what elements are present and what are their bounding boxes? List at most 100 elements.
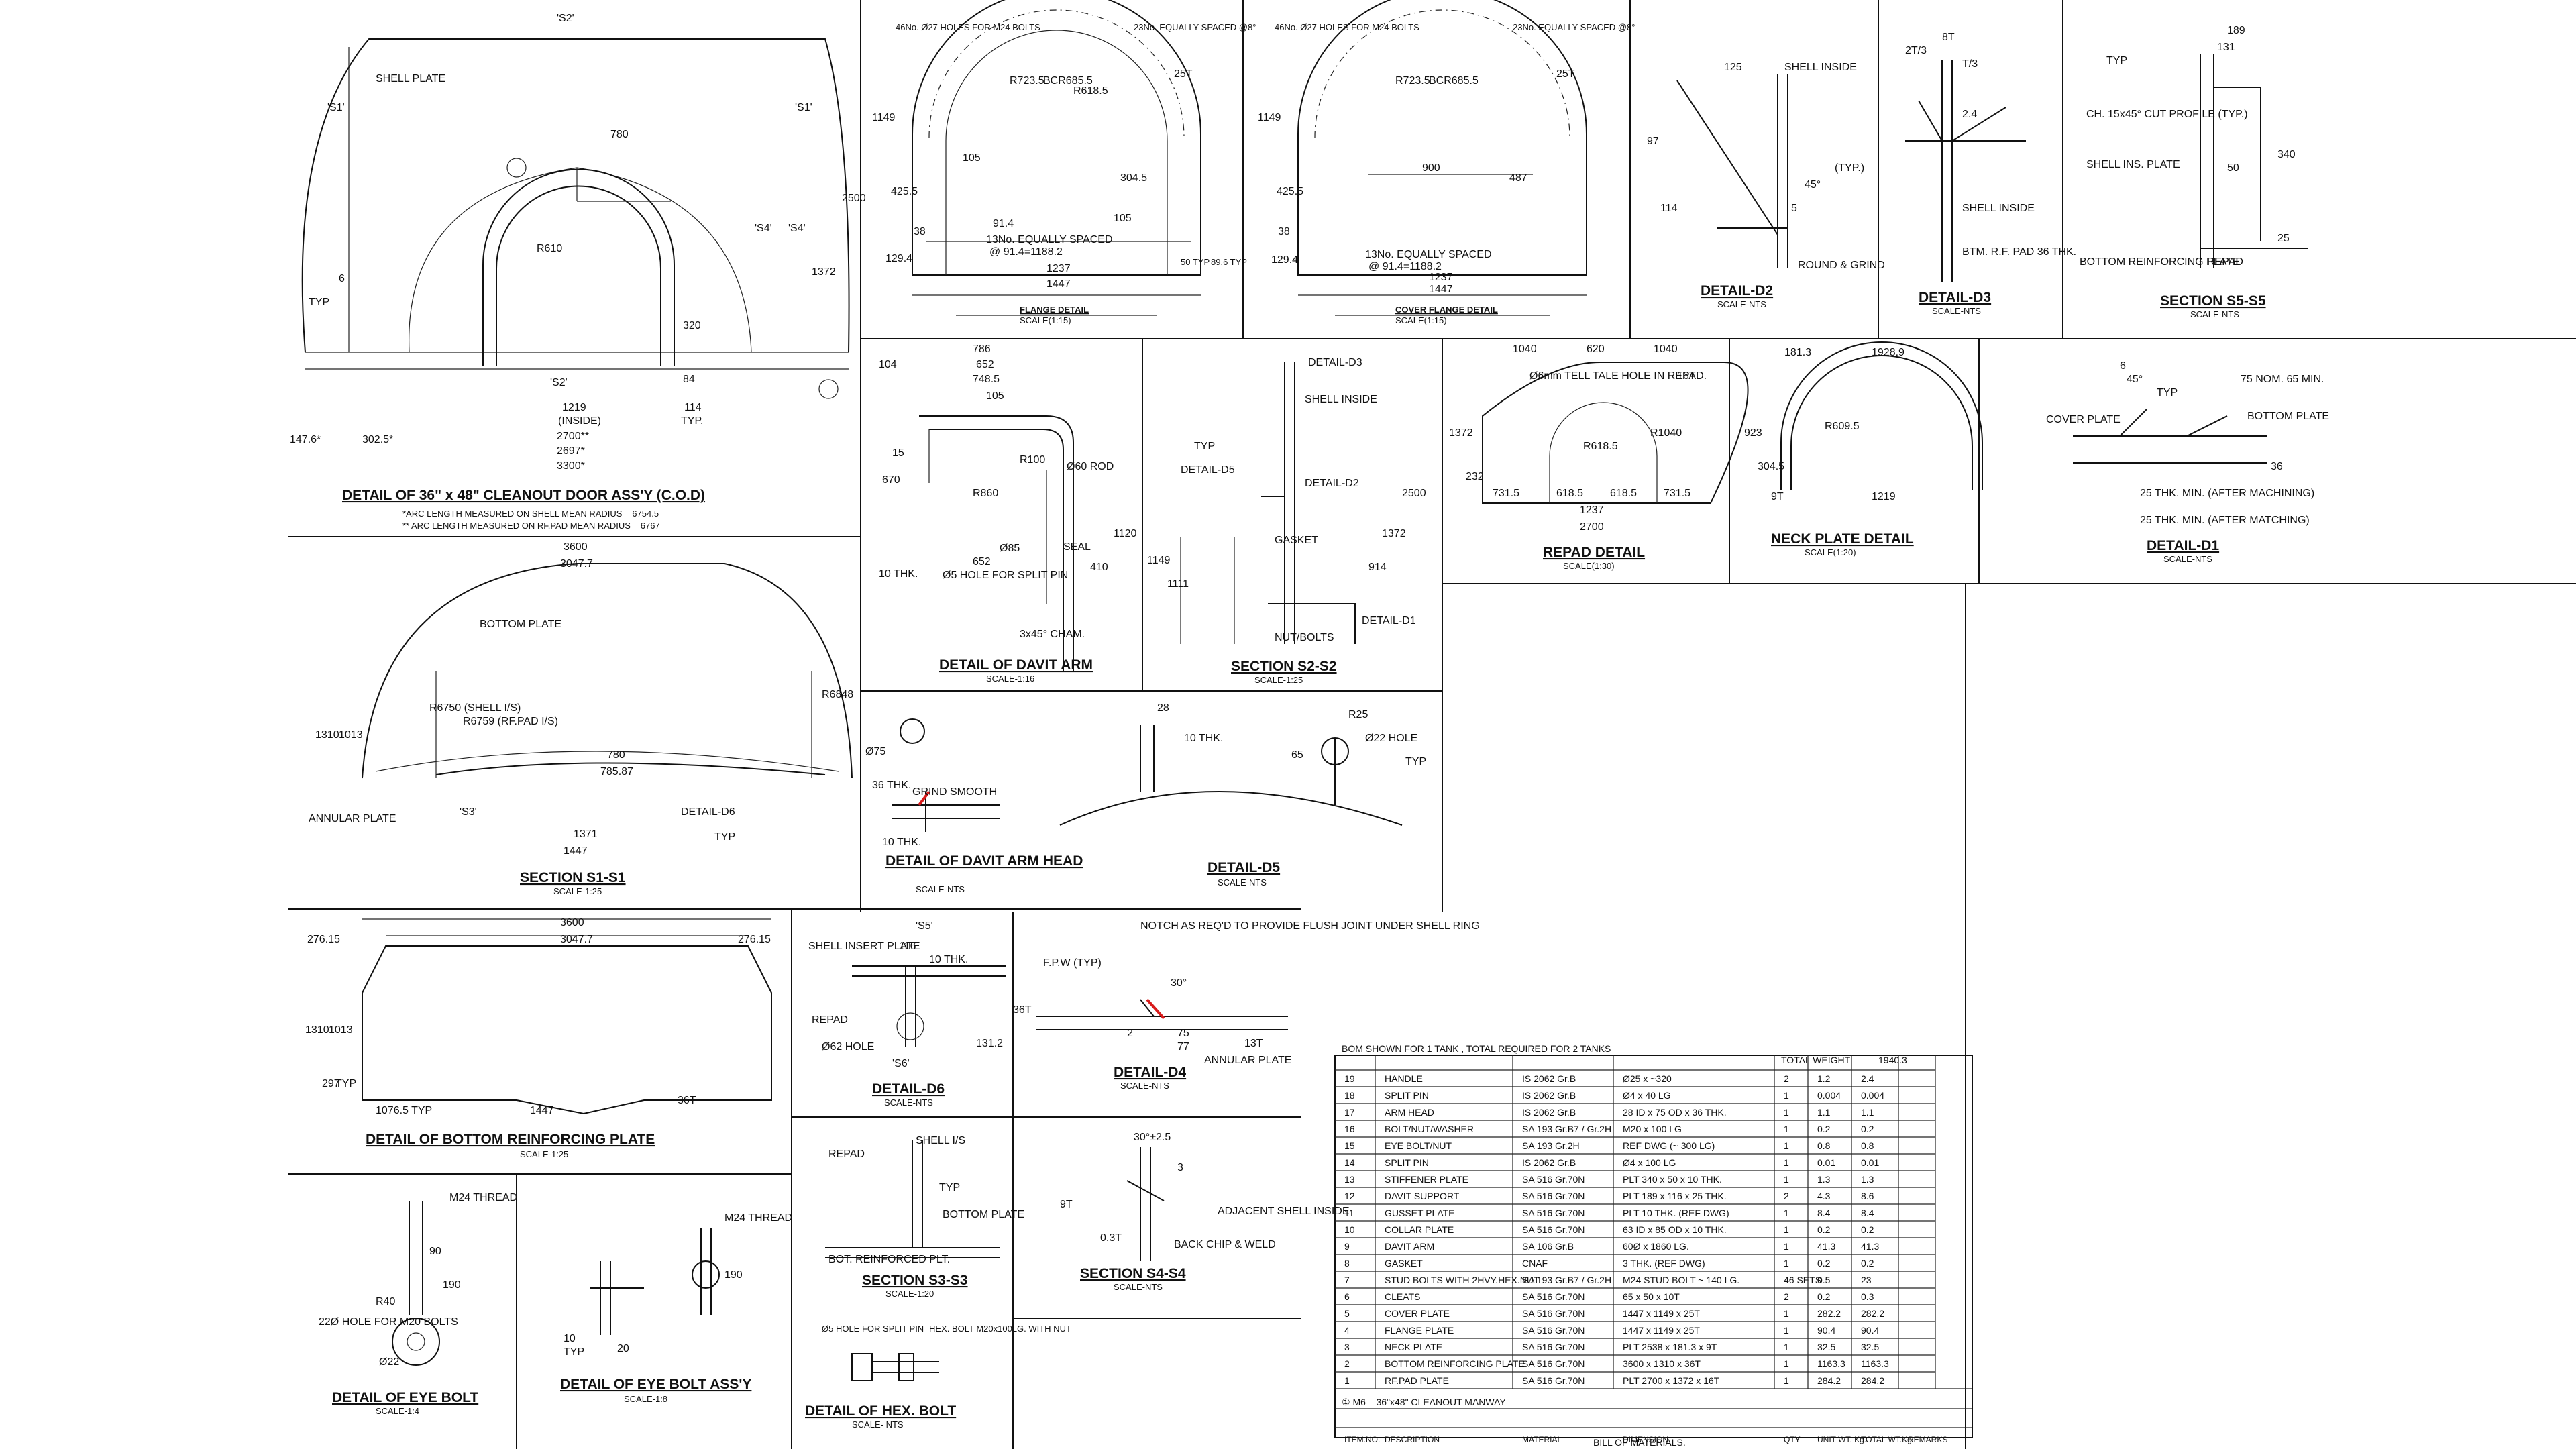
bom-cell: SA 516 Gr.70N	[1522, 1342, 1585, 1352]
bom-cell: 1447 x 1149 x 25T	[1623, 1325, 1700, 1336]
bom-cell: Ø4 x 100 LG	[1623, 1157, 1676, 1168]
detail-d2: 125 SHELL INSIDE (TYP.) 45° 97 114 5 ROU…	[1647, 62, 1885, 309]
section-s2: DETAIL-D3 SHELL INSIDE TYP DETAIL-D5 DET…	[1147, 357, 1426, 685]
cover-scale: SCALE(1:15)	[1395, 315, 1447, 325]
cod-dim-780: 780	[610, 129, 629, 140]
s2-dim-1111: 1111	[1167, 578, 1189, 590]
bom-cell: 2	[1784, 1291, 1789, 1302]
s4-30: 30°±2.5	[1134, 1132, 1171, 1143]
bom-cell: 1.1	[1861, 1107, 1874, 1118]
bom-cell: M20 x 100 LG	[1623, 1124, 1682, 1134]
bom-cell: 5	[1344, 1308, 1350, 1319]
s2-d5: DETAIL-D5	[1181, 464, 1235, 476]
bom-cell: Ø4 x 40 LG	[1623, 1090, 1671, 1101]
bom-header: DESCRIPTION	[1385, 1435, 1440, 1444]
s2-gasket: GASKET	[1275, 535, 1318, 546]
bom-cell: PLT 2700 x 1372 x 16T	[1623, 1375, 1720, 1386]
cod-s1-left: 'S1'	[327, 102, 345, 113]
repad-r1040: R1040	[1650, 427, 1682, 439]
s3-typ: TYP	[939, 1182, 960, 1193]
brp-27615a: 276.15	[307, 934, 340, 945]
repad-2700: 2700	[1580, 521, 1604, 533]
d1-36: 36	[2271, 461, 2283, 472]
brp-3600: 3600	[560, 917, 584, 928]
d6-shell: SHELL INSERT PLATE	[808, 941, 920, 952]
bom-cell: 3	[1344, 1342, 1350, 1352]
bom-cell: 0.2	[1817, 1291, 1831, 1302]
s1-detd6: DETAIL-D6	[681, 806, 735, 818]
s5-repad: REPAD	[2207, 256, 2243, 268]
bom-header: UNIT WT. Kg.	[1817, 1435, 1866, 1444]
bom-cell: 0.004	[1817, 1090, 1841, 1101]
s1-78587: 785.87	[600, 766, 633, 777]
bom-cell: 12	[1344, 1191, 1355, 1201]
davit-dim-786: 786	[973, 343, 991, 355]
bom-cell: 1.3	[1861, 1174, 1874, 1185]
neck-923: 923	[1744, 427, 1762, 439]
section-s1: 3600 3047.7 BOTTOM PLATE 1310 1013 R6750…	[309, 541, 853, 896]
cover-dim-38: 38	[1278, 226, 1290, 237]
d2-dim-5: 5	[1791, 203, 1797, 214]
s4-back: BACK CHIP & WELD	[1174, 1239, 1276, 1250]
bom-cell: 284.2	[1817, 1375, 1841, 1386]
hex-hole: Ø5 HOLE FOR SPLIT PIN	[822, 1324, 924, 1334]
bom-cell: 0.3	[1861, 1291, 1874, 1302]
cod-dim-84: 84	[683, 374, 695, 385]
bom-header: ITEM.NO.	[1344, 1435, 1380, 1444]
bom-cell: 0.2	[1861, 1224, 1874, 1235]
s1-r6750: R6750 (SHELL I/S)	[429, 702, 521, 714]
eye-22: Ø22	[379, 1356, 399, 1368]
neck-1219: 1219	[1872, 491, 1896, 502]
bom-cell: BOLT/NUT/WASHER	[1385, 1124, 1474, 1134]
d6-s6: 'S6'	[892, 1058, 910, 1069]
repad-1372: 1372	[1449, 427, 1473, 439]
flange-holes: 46No. Ø27 HOLES FOR M24 BOLTS	[896, 22, 1040, 32]
d2-title: DETAIL-D2	[1701, 283, 1773, 299]
cod-note-1: *ARC LENGTH MEASURED ON SHELL MEAN RADIU…	[402, 508, 659, 519]
d3-scale: SCALE-NTS	[1932, 306, 1981, 316]
bom-cell: 65 x 50 x 10T	[1623, 1291, 1680, 1302]
davit-dim-670: 670	[882, 474, 900, 486]
s4-9t: 9T	[1060, 1199, 1073, 1210]
s4-adj: ADJACENT SHELL INSIDE	[1218, 1205, 1350, 1217]
bom-cell: 1163.3	[1861, 1358, 1889, 1369]
bom-cell: 46 SETS	[1784, 1275, 1821, 1285]
brp-27615b: 276.15	[738, 934, 771, 945]
bom-cell: 19	[1344, 1073, 1355, 1084]
d3-8t: 8T	[1942, 32, 1955, 43]
cover-eq13: 13No. EQUALLY SPACED	[1365, 249, 1492, 260]
flange-dim-304: 304.5	[1120, 172, 1147, 184]
bom-cell: 4.3	[1817, 1191, 1831, 1201]
repad-detail: 1040 620 1040 Ø6mm TELL TALE HOLE IN REP…	[1449, 343, 1749, 571]
s2-shell: SHELL INSIDE	[1305, 394, 1377, 405]
d6-116: 116	[899, 941, 916, 952]
bom-note: BOM SHOWN FOR 1 TANK , TOTAL REQUIRED FO…	[1342, 1043, 1611, 1054]
bom-cell: SA 516 Gr.70N	[1522, 1291, 1585, 1302]
cod-typ-2: TYP	[309, 297, 329, 308]
flange-dim-129: 129.4	[885, 253, 912, 264]
neck-title: NECK PLATE DETAIL	[1771, 531, 1914, 547]
s4-3: 3	[1177, 1162, 1183, 1173]
davit-thk: 10 THK.	[879, 568, 918, 580]
flange-dim-38: 38	[914, 226, 926, 237]
section-s3: REPAD SHELL I/S TYP BOTTOM PLATE BOT. RE…	[825, 1135, 1024, 1299]
s2-d1: DETAIL-D1	[1362, 615, 1416, 627]
s4-03: 0.3T	[1100, 1232, 1122, 1244]
davit-dim-1120: 1120	[1114, 528, 1137, 539]
davit-arm: 104 786 652 748.5 105 670 15 R100 R860 Ø…	[879, 343, 1137, 684]
bom-cell: 1.1	[1817, 1107, 1831, 1118]
s3-bottom: BOTTOM PLATE	[943, 1209, 1024, 1220]
bom-cell: 14	[1344, 1157, 1355, 1168]
bom-cell: M24 STUD BOLT ~ 140 LG.	[1623, 1275, 1739, 1285]
davit-dim-652: 652	[976, 359, 994, 370]
davit-seal: SEAL	[1063, 541, 1091, 553]
cod-dim-147: 147.6*	[290, 434, 321, 445]
bom-cell: RF.PAD PLATE	[1385, 1375, 1449, 1386]
d6-1312: 131.2	[976, 1038, 1003, 1049]
bom-cell: PLT 10 THK. (REF DWG)	[1623, 1208, 1729, 1218]
repad-scale: SCALE(1:30)	[1563, 561, 1615, 571]
bom-assembly: ① M6 – 36"x48" CLEANOUT MANWAY	[1342, 1397, 1506, 1407]
bom-cell: 1	[1784, 1241, 1789, 1252]
brp-1310: 1310	[305, 1024, 329, 1036]
